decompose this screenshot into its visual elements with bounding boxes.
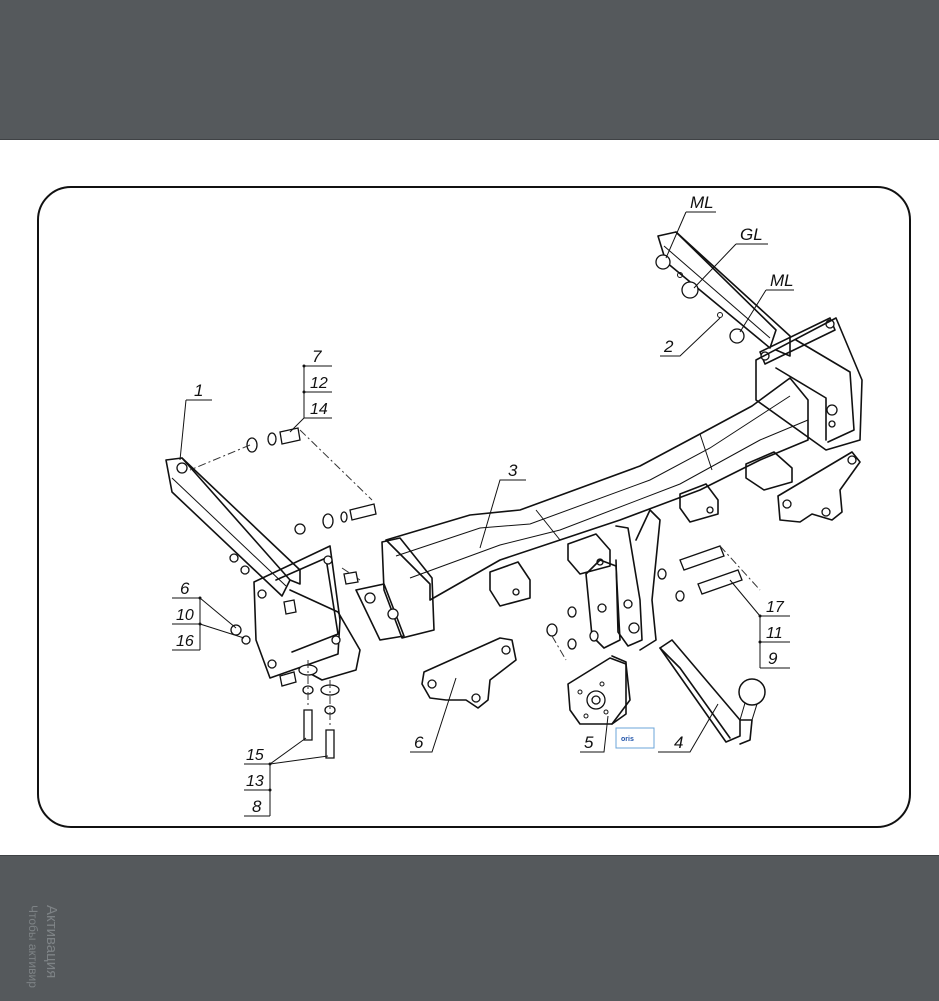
- label-stack-14: 14: [310, 401, 328, 418]
- hardware-group-top: [189, 427, 377, 581]
- oris-logo: oris: [621, 736, 634, 743]
- label-stack-12: 12: [310, 375, 328, 392]
- bottom-band: [0, 855, 939, 1001]
- leader-lines: [172, 211, 794, 817]
- label-stack-16: 16: [176, 633, 194, 650]
- right-side-bracket: [777, 451, 861, 523]
- ball-mount-hanger: [546, 509, 761, 661]
- label-stack-11: 11: [766, 625, 783, 642]
- hardware-group-bottom: [279, 660, 340, 759]
- label-stack-7: 7: [312, 347, 322, 366]
- label-stack-17: 17: [766, 599, 785, 616]
- label-ml-mid: ML: [770, 271, 794, 290]
- socket-plate: oris: [567, 655, 655, 749]
- ball-hitch: [659, 639, 766, 745]
- label-gl: GL: [740, 225, 763, 244]
- label-stack-13: 13: [246, 773, 264, 790]
- left-mount-bracket: [165, 457, 301, 597]
- right-mount-plate: [755, 317, 863, 451]
- part-labels: ML GL ML 2 1 3 4 5 6 7 12 14 6 10 16 15 …: [176, 193, 794, 816]
- label-part-6-bottom: 6: [414, 733, 424, 752]
- label-part-2: 2: [663, 337, 674, 356]
- label-stack-15: 15: [246, 747, 264, 764]
- label-part-5: 5: [584, 733, 594, 752]
- top-band: [0, 0, 939, 140]
- diagram-frame: [37, 186, 911, 828]
- label-stack-8: 8: [252, 797, 262, 816]
- label-part-4: 4: [674, 733, 683, 752]
- label-part-1: 1: [194, 381, 203, 400]
- hardware-group-left: [230, 571, 359, 645]
- main-crossbar: [355, 377, 809, 641]
- label-part-3: 3: [508, 461, 518, 480]
- label-stack-9: 9: [768, 649, 778, 668]
- label-ml-top: ML: [690, 193, 714, 212]
- label-stack-10: 10: [176, 607, 194, 624]
- left-mount-plate: [253, 545, 361, 681]
- right-mount-bracket: [655, 231, 836, 365]
- plate-six-bottom: [421, 637, 517, 709]
- label-part-6-left: 6: [180, 579, 190, 598]
